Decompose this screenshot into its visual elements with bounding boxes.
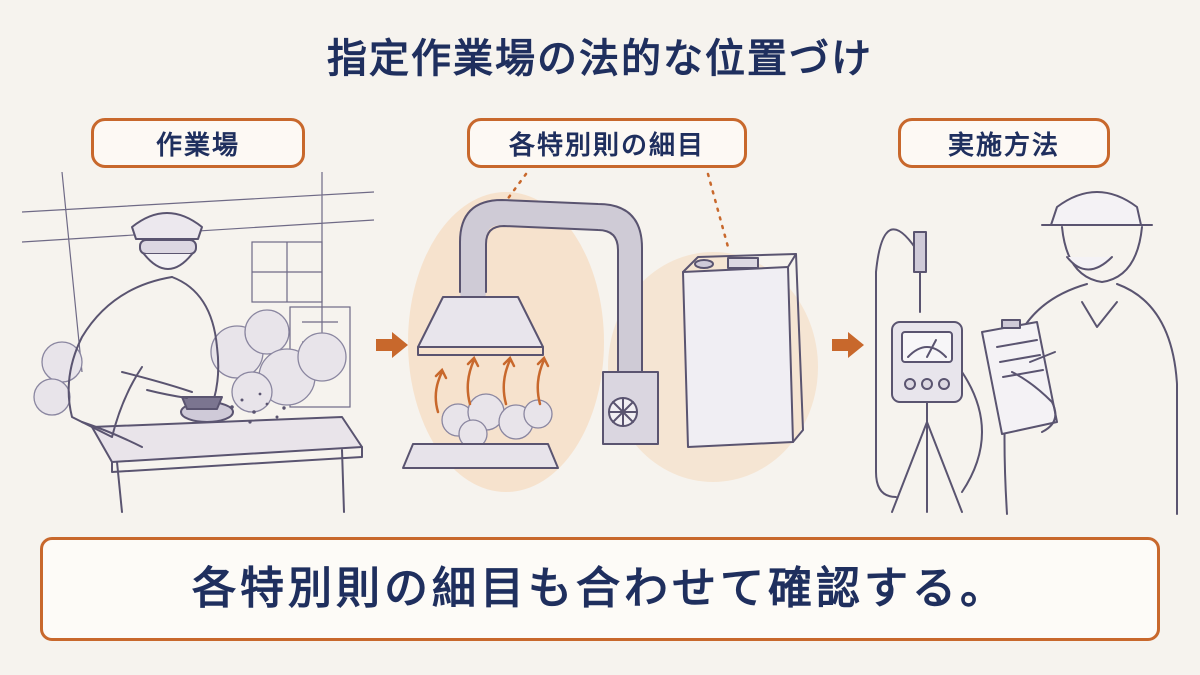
step-label-workplace: 作業場 <box>91 118 305 168</box>
worker-grinding-illustration <box>22 172 374 513</box>
arrow-right-icon <box>376 332 408 358</box>
inspector-measuring-illustration <box>875 191 1178 515</box>
step-label-special-rules: 各特別則の細目 <box>467 118 747 168</box>
arrow-right-icon <box>832 332 864 358</box>
conclusion-banner: 各特別則の細目も合わせて確認する。 <box>40 537 1160 641</box>
step-label-method: 実施方法 <box>898 118 1110 168</box>
page-title: 指定作業場の法的な位置づけ <box>327 36 873 82</box>
local-exhaust-ventilation-illustration <box>402 172 818 492</box>
